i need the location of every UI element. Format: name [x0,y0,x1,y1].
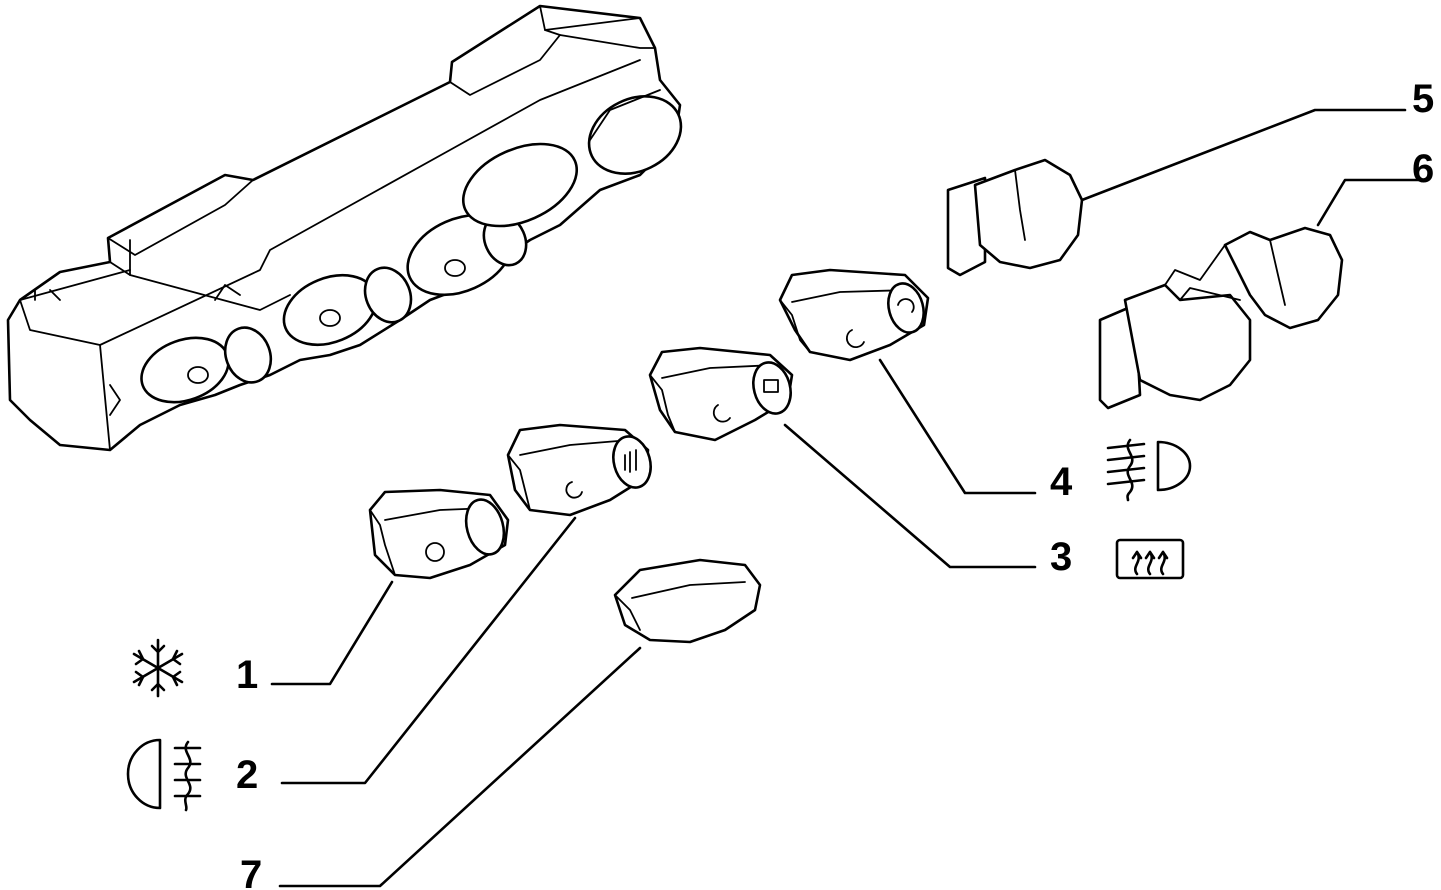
part-5-blank-cap [946,158,1084,277]
callout-label-7: 7 [240,853,262,890]
part-3-rear-defrost-button [648,346,794,442]
leader-2 [280,516,577,785]
callout-label-5: 5 [1412,77,1434,121]
snowflake-icon [132,638,184,698]
callout-label-2: 2 [236,753,258,797]
leader-6 [1316,178,1420,227]
part-6-double-blank-cap [1098,226,1344,410]
callout-label-6: 6 [1412,147,1434,191]
callout-label-1: 1 [236,653,258,697]
leader-3 [783,423,1037,569]
switch-panel-housing [6,4,683,452]
leader-lines [270,108,1420,888]
front-fog-light-icon [1106,438,1192,502]
leader-5 [1080,108,1407,202]
part-4-front-fog-button [778,268,930,362]
leader-4 [878,358,1037,495]
callout-label-4: 4 [1050,460,1073,504]
rear-fog-light-icon [126,738,202,812]
leader-7 [278,646,642,888]
callout-label-3: 3 [1050,535,1072,579]
part-2-rear-fog-button [506,423,652,517]
leader-1 [270,580,394,686]
callout-labels: 1 2 3 4 5 6 7 [236,77,1434,890]
rear-window-defrost-icon [1115,538,1185,580]
part-7-small-cap [613,558,762,644]
part-1-ac-button [368,488,510,580]
